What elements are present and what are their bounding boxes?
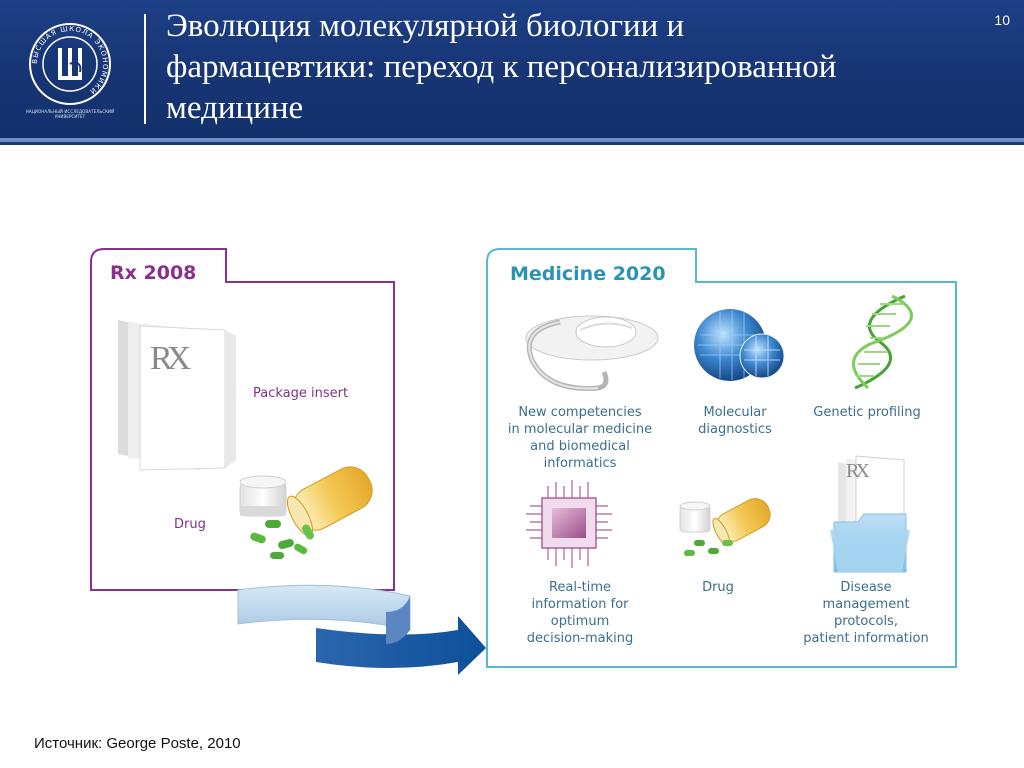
university-logo: ВЫСШАЯ ШКОЛА ЭКОНОМИКИ xyxy=(14,14,126,126)
folder-rx-icon xyxy=(830,455,910,573)
header-band xyxy=(0,0,1024,138)
microarray-globe-icon xyxy=(694,309,785,381)
page-number: 10 xyxy=(994,12,1010,28)
source-citation: Источник: George Poste, 2010 xyxy=(34,735,241,752)
header-rule xyxy=(0,142,1024,145)
genetic-profiling-label: Genetic profiling xyxy=(813,405,921,420)
microchip-icon xyxy=(526,480,612,568)
logo-caption: НАЦИОНАЛЬНЫЙ ИССЛЕДОВАТЕЛЬСКИЙ УНИВЕРСИТ… xyxy=(25,109,115,119)
stethoscope-mouse-icon xyxy=(525,315,659,391)
package-insert-icon xyxy=(118,320,236,471)
pill-bottle-icon xyxy=(679,498,771,556)
rx-glyph-text: RX xyxy=(150,340,191,377)
header-divider xyxy=(144,14,146,124)
rx-glyph: RX xyxy=(150,340,191,378)
medicine-panel-title: Medicine 2020 xyxy=(510,263,666,285)
transition-arrow xyxy=(237,584,486,675)
pill-bottle-icon xyxy=(239,466,373,559)
folder-rx-glyph: RX xyxy=(846,460,870,483)
header-accent-line xyxy=(0,138,1024,142)
dna-helix-icon xyxy=(852,294,913,390)
molecular-diagnostics-label: Molecular diagnostics xyxy=(698,405,772,437)
package-insert-label: Package insert xyxy=(253,386,349,401)
realtime-information-label: Real-time information for optimum decisi… xyxy=(526,580,634,646)
folder-rx-glyph-text: RX xyxy=(846,460,870,482)
disease-management-label: Disease management protocols, patient in… xyxy=(803,580,929,646)
rx-panel-title: Rx 2008 xyxy=(110,262,197,284)
slide-title: Эволюция молекулярной биологии и фармаце… xyxy=(166,8,837,126)
medicine-drug-label: Drug xyxy=(702,580,734,595)
competencies-label: New competencies in molecular medicine a… xyxy=(507,405,653,471)
rx-drug-label: Drug xyxy=(174,517,206,532)
